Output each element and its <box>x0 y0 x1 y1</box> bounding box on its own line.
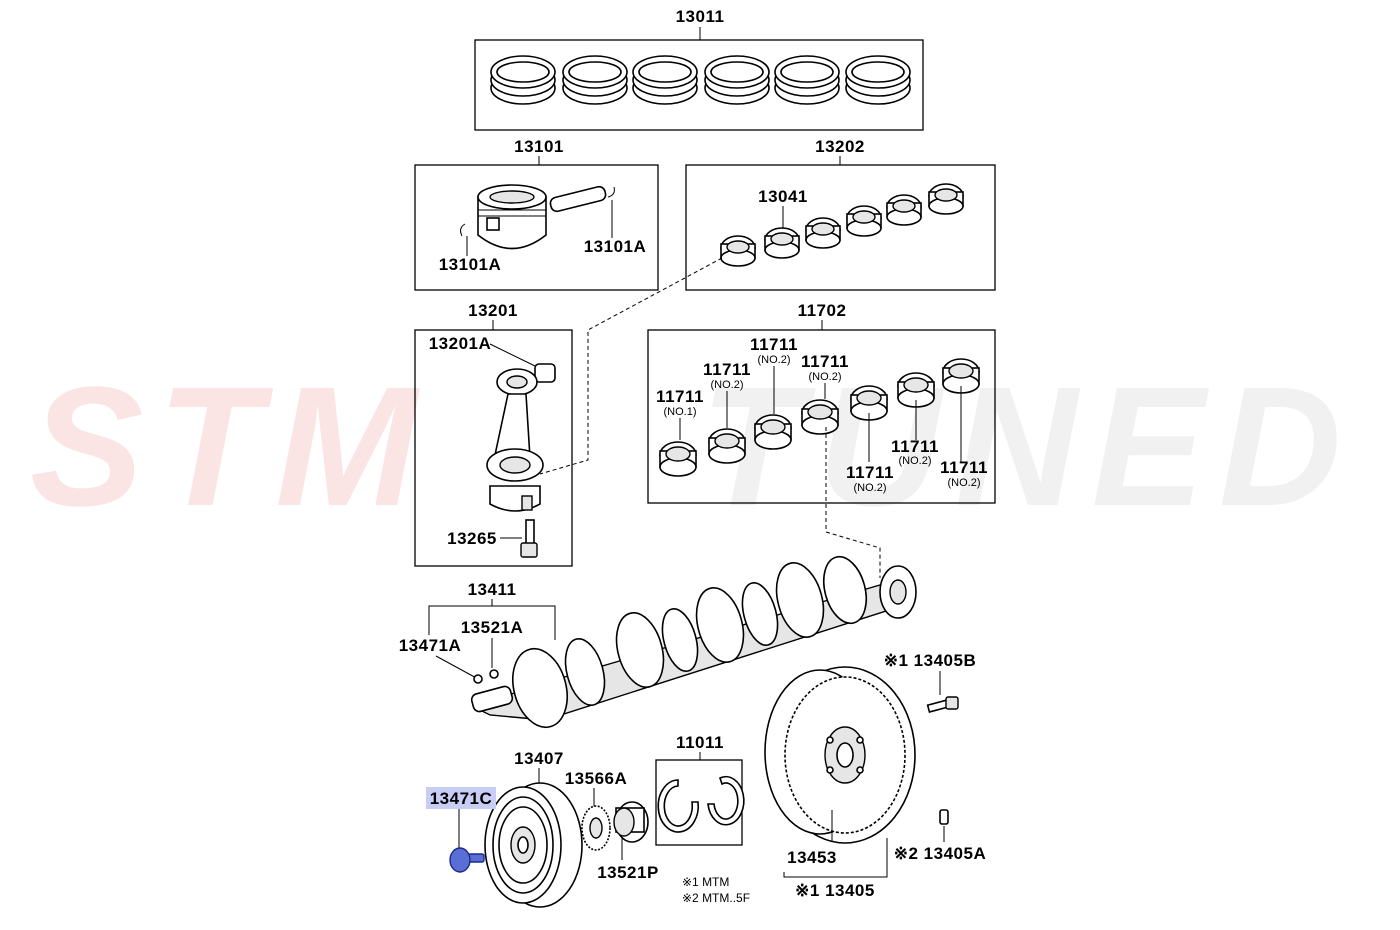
note-1: ※1 MTM <box>682 875 729 889</box>
note-2: ※2 MTM..5F <box>682 891 750 905</box>
group-13407-pulley[interactable]: 13407 13566A 13521P <box>484 749 659 908</box>
label-13405b[interactable]: ※1 13405B <box>884 651 976 670</box>
label-13405a[interactable]: ※2 13405A <box>894 844 986 863</box>
group-13411-crankshaft[interactable]: 13411 13471A 13521A ※1 13405B <box>399 552 977 733</box>
label-13471a[interactable]: 13471A <box>399 636 462 655</box>
crank-pulley-icon <box>484 782 583 908</box>
crankshaft-icon <box>470 555 917 729</box>
group-13202-conrod-bearings[interactable]: 13202 13041 <box>685 137 996 291</box>
label-13101[interactable]: 13101 <box>514 137 564 156</box>
label-13011[interactable]: 13011 <box>676 7 725 26</box>
label-13521p[interactable]: 13521P <box>597 863 659 882</box>
watermark-stm: STM <box>30 352 431 542</box>
label-13202[interactable]: 13202 <box>815 137 865 156</box>
watermark: STM TUNED <box>30 352 1356 542</box>
label-11711-g[interactable]: 11711 <box>940 458 988 477</box>
sprocket-icon <box>613 801 649 843</box>
dowel-pin-icon <box>939 809 949 825</box>
label-11711-b-sub: (NO.2) <box>711 379 744 391</box>
label-13101a-left[interactable]: 13101A <box>439 255 502 274</box>
flywheel-bolt-icon <box>926 696 959 713</box>
label-13521a[interactable]: 13521A <box>461 618 524 637</box>
label-11711-d-sub: (NO.2) <box>809 371 842 383</box>
label-11711-d[interactable]: 11711 <box>801 352 849 371</box>
flywheel-icon <box>764 666 916 844</box>
label-11711-b[interactable]: 11711 <box>703 360 751 379</box>
label-11711-f-sub: (NO.2) <box>899 455 932 467</box>
timing-gear-icon <box>581 805 611 851</box>
group-13011-piston-rings[interactable]: 13011 <box>474 7 924 131</box>
label-11711-no1-sub: (NO.1) <box>664 406 697 418</box>
group-11702-main-bearings[interactable]: 11702 11711 (NO.1) 11711 (NO.2) 11711 (N… <box>647 301 996 504</box>
label-13407[interactable]: 13407 <box>514 749 564 768</box>
label-13566a[interactable]: 13566A <box>565 769 628 788</box>
piston-icon <box>460 184 615 250</box>
label-11711-c[interactable]: 11711 <box>750 335 798 354</box>
group-13405-flywheel[interactable]: ※2 13405A 13453 ※1 13405 <box>764 666 986 900</box>
label-13041[interactable]: 13041 <box>758 187 808 206</box>
conrod-bearing-icons <box>720 183 964 267</box>
label-11711-c-sub: (NO.2) <box>758 354 791 366</box>
watermark-tuned: TUNED <box>700 352 1356 542</box>
highlight-13471c <box>426 787 496 809</box>
group-13201-connecting-rod[interactable]: 13201 13201A 13265 <box>414 301 573 567</box>
label-11702[interactable]: 11702 <box>798 301 847 320</box>
label-13101a-right[interactable]: 13101A <box>584 237 647 256</box>
label-11711-f[interactable]: 11711 <box>891 437 939 456</box>
group-11011-thrust-washers[interactable]: 11011 <box>655 733 745 846</box>
group-13101-piston[interactable]: 13101 13101A 13101A <box>414 137 659 291</box>
connecting-rod-icon <box>486 363 556 558</box>
piston-ring-set-icons <box>490 55 911 105</box>
group-13471c-pulley-bolt[interactable]: 13471C <box>426 787 496 873</box>
label-11711-e-sub: (NO.2) <box>854 482 887 494</box>
pulley-bolt-icon <box>449 847 485 873</box>
thrust-washer-icons <box>657 775 745 833</box>
label-13201[interactable]: 13201 <box>468 301 518 320</box>
label-13405[interactable]: ※1 13405 <box>795 881 875 900</box>
label-13265[interactable]: 13265 <box>447 529 497 548</box>
label-13201a[interactable]: 13201A <box>429 334 492 353</box>
label-13453[interactable]: 13453 <box>787 848 837 867</box>
label-11011[interactable]: 11011 <box>676 733 724 752</box>
label-11711-e[interactable]: 11711 <box>846 463 894 482</box>
label-11711-no1[interactable]: 11711 <box>656 387 704 406</box>
label-13411[interactable]: 13411 <box>468 580 517 599</box>
notes: ※1 MTM ※2 MTM..5F <box>682 875 750 905</box>
main-bearing-icons <box>659 358 980 477</box>
label-11711-g-sub: (NO.2) <box>948 477 981 489</box>
label-13471c[interactable]: 13471C <box>430 789 493 808</box>
